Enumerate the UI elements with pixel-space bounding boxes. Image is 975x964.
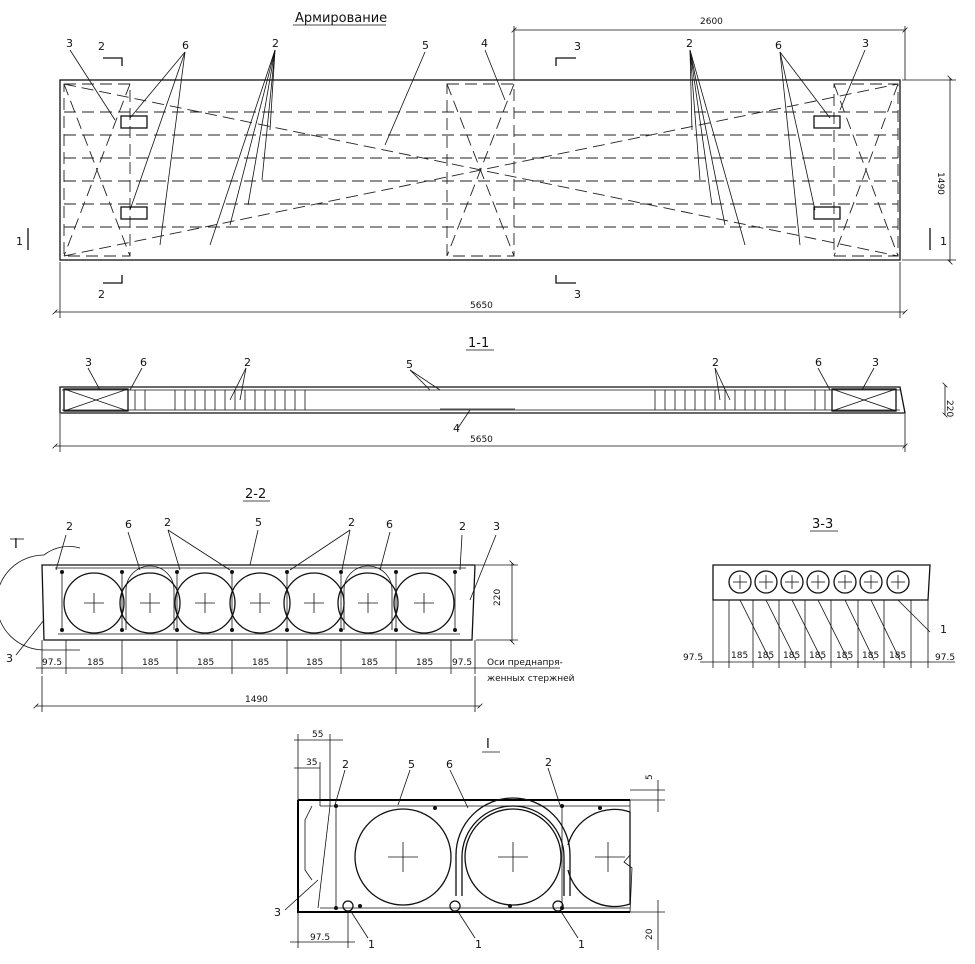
dimension: 185 xyxy=(306,658,323,668)
mark-label: 3 xyxy=(274,906,281,919)
node-mark: I xyxy=(14,537,18,552)
dimension: 185 xyxy=(416,658,433,668)
dimension: 20 xyxy=(645,928,655,940)
mark-label: 5 xyxy=(422,39,429,52)
mark-label: 3 xyxy=(85,356,92,369)
mark-label: 5 xyxy=(255,516,262,529)
section-title: 2-2 xyxy=(245,487,266,502)
lifting-loop xyxy=(120,206,148,220)
dimension: 185 xyxy=(889,651,906,661)
mark-label: 6 xyxy=(386,518,393,531)
section-mark: 2 xyxy=(98,40,105,53)
plan-title: Армирование xyxy=(295,11,387,26)
dimension-220: 220 xyxy=(493,589,503,606)
mark-label: 6 xyxy=(446,758,453,771)
mark-label: 5 xyxy=(406,358,413,371)
mark-label: 2 xyxy=(686,37,693,50)
dimension: 97.5 xyxy=(935,653,955,663)
lifting-loop xyxy=(813,206,841,220)
dimension: 55 xyxy=(312,730,323,740)
mark-label: 5 xyxy=(408,758,415,771)
section-mark: 3 xyxy=(574,288,581,301)
dimension: 97.5 xyxy=(42,658,62,668)
mark-label: 6 xyxy=(182,39,189,52)
mark-label: 6 xyxy=(140,356,147,369)
dimension: 185 xyxy=(862,651,879,661)
dimension: 97.5 xyxy=(310,933,330,943)
section-mark: 1 xyxy=(940,235,947,248)
mark-label: 6 xyxy=(815,356,822,369)
mark-label: 3 xyxy=(66,37,73,50)
section-mark: 2 xyxy=(98,288,105,301)
mark-label: 2 xyxy=(712,356,719,369)
axes-note: Оси преднапря- xyxy=(487,658,563,668)
dimension-5650: 5650 xyxy=(470,435,493,445)
lifting-loop xyxy=(813,115,841,129)
mark-label: 3 xyxy=(6,652,13,665)
mark-label: 2 xyxy=(244,356,251,369)
mark-label: 6 xyxy=(125,518,132,531)
mark-label: 3 xyxy=(862,37,869,50)
section-2-2: 2-2 xyxy=(0,487,575,712)
mark-label: 2 xyxy=(348,516,355,529)
dimension: 97.5 xyxy=(683,653,703,663)
dimension: 97.5 xyxy=(452,658,472,668)
mark-label: 1 xyxy=(475,938,482,951)
mark-label: 1 xyxy=(940,623,947,636)
slab-outline xyxy=(59,79,901,261)
dimension-220: 220 xyxy=(944,400,954,417)
section-3-3: 3-3 xyxy=(683,517,955,668)
section-title: 3-3 xyxy=(812,517,833,532)
dimension: 185 xyxy=(783,651,800,661)
mark-label: 2 xyxy=(545,756,552,769)
dimension-1490: 1490 xyxy=(245,695,268,705)
dimension: 185 xyxy=(757,651,774,661)
axes-note: женных стержней xyxy=(487,674,575,684)
longitudinal-rebars xyxy=(64,111,898,228)
dimension-1490: 1490 xyxy=(935,172,945,195)
mark-label: 2 xyxy=(66,520,73,533)
mark-label: 2 xyxy=(342,758,349,771)
dimension: 185 xyxy=(197,658,214,668)
dimension: 185 xyxy=(252,658,269,668)
section-mark: 3 xyxy=(574,40,581,53)
dimension: 185 xyxy=(809,651,826,661)
dimension: 185 xyxy=(142,658,159,668)
dimension: 185 xyxy=(836,651,853,661)
section-title: 1-1 xyxy=(468,336,489,351)
mark-label: 1 xyxy=(368,938,375,951)
section-mark: 1 xyxy=(16,235,23,248)
dimension-5650: 5650 xyxy=(470,301,493,311)
dimension: 5 xyxy=(645,774,655,780)
mark-label: 4 xyxy=(453,422,460,435)
mark-label: 1 xyxy=(578,938,585,951)
mark-label: 4 xyxy=(481,37,488,50)
section-1-1: 1-1 xyxy=(52,336,954,452)
dimension: 35 xyxy=(306,758,317,768)
dimension: 185 xyxy=(87,658,104,668)
mark-label: 3 xyxy=(493,520,500,533)
mark-label: 3 xyxy=(872,356,879,369)
mark-label: 2 xyxy=(164,516,171,529)
mark-label: 2 xyxy=(272,37,279,50)
lifting-loop xyxy=(120,115,148,129)
dimension: 185 xyxy=(731,651,748,661)
dimension-2600: 2600 xyxy=(700,17,723,27)
detail-I: I xyxy=(274,730,665,951)
mark-label: 6 xyxy=(775,39,782,52)
dimension: 185 xyxy=(361,658,378,668)
detail-title: I xyxy=(486,737,490,752)
mark-label: 2 xyxy=(459,520,466,533)
plan-view: Армирование xyxy=(16,11,956,318)
